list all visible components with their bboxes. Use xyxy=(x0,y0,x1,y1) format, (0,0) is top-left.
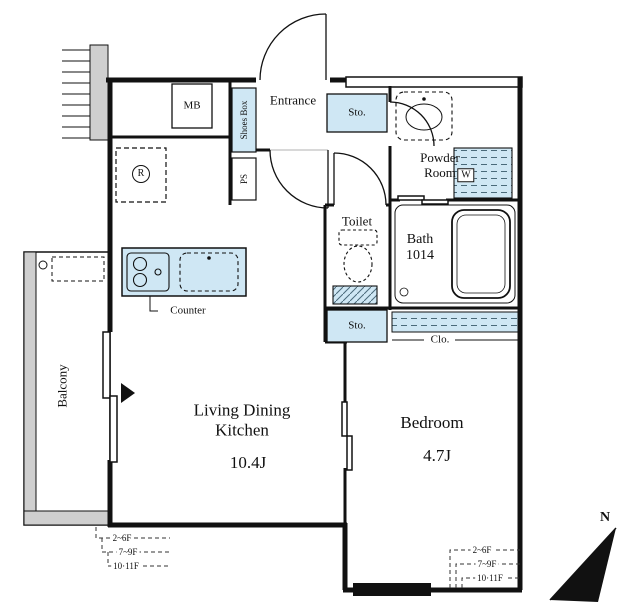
storage-lower xyxy=(326,309,388,343)
closet-strip xyxy=(391,311,519,341)
counter-label: Counter xyxy=(170,304,206,317)
storage-lower-label: Sto. xyxy=(348,319,366,332)
door-arcs xyxy=(259,13,435,209)
storage-upper-label: Sto. xyxy=(348,106,366,119)
exterior-walls xyxy=(106,76,523,596)
bath-drain-icon xyxy=(399,287,409,297)
floor-outline-notes-right xyxy=(449,549,520,588)
fridge-label: R xyxy=(132,165,150,183)
bathtub-icon xyxy=(394,204,516,304)
closet-label: Clo. xyxy=(428,333,452,347)
stove-icon xyxy=(126,252,170,292)
mb-label: MB xyxy=(183,99,201,112)
storage-upper xyxy=(326,93,388,133)
hatch-panel-icon xyxy=(51,256,105,282)
ps-box xyxy=(231,157,257,201)
bedroom-size-label: 4.7J xyxy=(423,446,451,466)
kitchen-counter xyxy=(121,247,247,297)
bedroom-sliding-door xyxy=(341,401,348,437)
floor-note-right-3: 10·11F xyxy=(475,572,505,584)
powder-room-label: Powder Room xyxy=(420,150,460,180)
counter-leader-line xyxy=(149,296,158,312)
direction-marker xyxy=(121,383,135,403)
toilet-basin-icon xyxy=(332,285,378,305)
floor-note-left-1: 2~6F xyxy=(110,532,134,544)
shoes-box xyxy=(231,87,257,153)
toilet-label: Toilet xyxy=(341,213,373,229)
vanity-icon xyxy=(395,91,453,141)
ldk-label: Living Dining Kitchen xyxy=(193,400,291,439)
floor-outline-notes-left xyxy=(95,527,170,567)
floor-note-right-1: 2~6F xyxy=(470,544,494,556)
ps-label: PS xyxy=(238,173,249,185)
powder-door-arc xyxy=(389,101,435,147)
compass-north-label: N xyxy=(599,509,611,525)
mb-box xyxy=(171,83,213,129)
floor-note-right-2: 7~9F xyxy=(475,558,499,570)
entrance-label: Entrance xyxy=(269,92,317,108)
fridge-space xyxy=(115,147,167,203)
interior-walls xyxy=(110,78,520,525)
floor-note-left-3: 10·11F xyxy=(111,560,141,572)
sink-icon xyxy=(179,252,239,292)
bath-sliding-door xyxy=(397,195,425,201)
shoes-box-label: Shoes Box xyxy=(238,100,249,140)
washer-label: W xyxy=(457,168,475,182)
entrance-door-arc xyxy=(259,13,327,81)
bath-label: Bath 1014 xyxy=(406,231,434,263)
toilet-door-arc xyxy=(333,152,387,206)
bedroom-label: Bedroom xyxy=(400,413,464,433)
ldk-size-label: 10.4J xyxy=(229,453,267,473)
toilet-icon xyxy=(332,229,378,305)
hall-door-arc xyxy=(269,149,329,209)
balcony-label: Balcony xyxy=(54,364,70,408)
floor-note-left-2: 7~9F xyxy=(116,546,140,558)
compass xyxy=(549,527,617,602)
balcony-sliding-door xyxy=(102,331,111,399)
corridor-wall xyxy=(62,44,109,141)
bedroom-window xyxy=(353,583,431,596)
drain-icon xyxy=(38,260,48,270)
sliding-doors xyxy=(102,195,449,471)
